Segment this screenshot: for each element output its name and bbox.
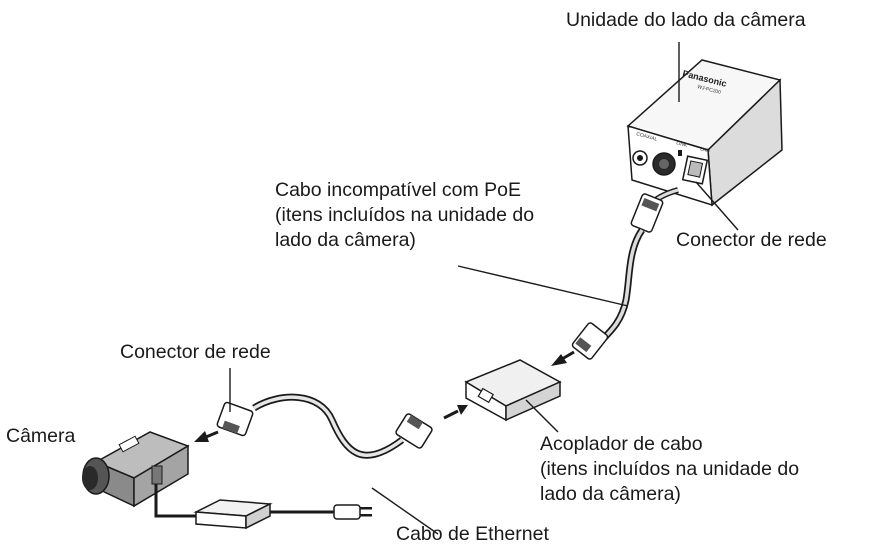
label-cable-coupler: Acoplador de cabo (itens incluídos na un…	[540, 432, 799, 507]
insert-arrow-coupler-top	[551, 350, 575, 366]
insert-arrow-camera	[194, 430, 219, 442]
label-poe-incompatible-cable: Cabo incompatível com PoE (itens incluíd…	[275, 178, 534, 253]
port-label-lan: LAN	[699, 146, 710, 155]
port-label-link: LINK	[675, 140, 688, 149]
insert-arrow-coupler-bottom	[443, 405, 468, 420]
label-poe-line-2: (itens incluídos na unidade do	[275, 204, 535, 226]
power-adapter	[193, 499, 372, 530]
label-network-connector-unit: Conector de rede	[676, 229, 827, 251]
label-poe-line-1: Cabo incompatível com PoE	[275, 179, 522, 201]
port-label-coaxial: COAXIAL	[635, 131, 658, 143]
label-poe-line-3: lado da câmera)	[275, 229, 416, 251]
cable-coupler	[464, 359, 562, 422]
label-camera-side-unit: Unidade do lado da câmera	[566, 9, 806, 31]
leader-lines	[229, 42, 739, 535]
label-network-connector-camera: Conector de rede	[120, 341, 271, 363]
unit-network-connector	[681, 155, 709, 185]
camera	[82, 431, 196, 518]
unit-model: WJ-PC200	[697, 84, 722, 96]
poe-incompatible-cable	[571, 187, 679, 360]
label-coupler-line-2: (itens incluídos na unidade do	[540, 458, 800, 480]
label-coupler-line-3: lado da câmera)	[540, 483, 681, 505]
label-camera: Câmera	[6, 425, 76, 447]
ethernet-cable	[216, 393, 433, 459]
camera-side-unit: Panasonic WJ-PC200 COAXIAL LINK LAN	[626, 59, 783, 207]
label-coupler-line-1: Acoplador de cabo	[540, 433, 703, 455]
label-ethernet-cable: Cabo de Ethernet	[396, 523, 549, 545]
